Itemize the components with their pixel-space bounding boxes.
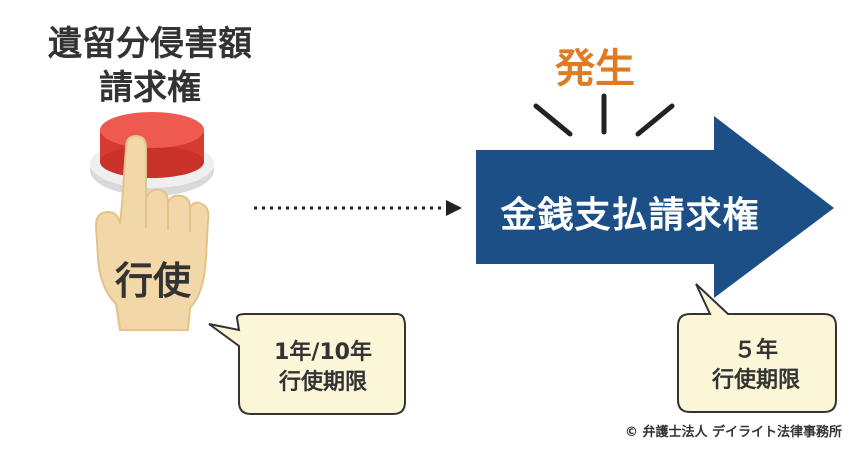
- left-bubble-text: 1年/10年 行使期限: [240, 338, 406, 398]
- copyright-text: © 弁護士法人 デイライト法律事務所: [624, 425, 842, 440]
- left-title-line2: 請求権: [99, 68, 201, 108]
- right-bubble-text: ５年 行使期限: [676, 336, 836, 396]
- dotted-arrow-icon: [254, 200, 462, 216]
- right-bubble-line2: 行使期限: [711, 368, 800, 393]
- left-title: 遺留分侵害額 請求権: [0, 22, 300, 110]
- left-bubble-line1: 1年/10年: [274, 340, 372, 365]
- hand-label: 行使: [114, 259, 191, 303]
- arrow-label: 金銭支払請求権: [500, 195, 760, 236]
- left-title-line1: 遺留分侵害額: [48, 24, 252, 64]
- hand-pressing-button-icon: [90, 112, 214, 331]
- event-label: 発生: [555, 46, 635, 92]
- big-arrow-shape: [476, 116, 834, 298]
- left-speech-bubble: [208, 313, 406, 415]
- left-bubble-line2: 行使期限: [278, 370, 367, 395]
- burst-rays-icon: [533, 93, 675, 137]
- right-speech-bubble: [677, 283, 837, 413]
- right-bubble-line1: ５年: [733, 338, 778, 363]
